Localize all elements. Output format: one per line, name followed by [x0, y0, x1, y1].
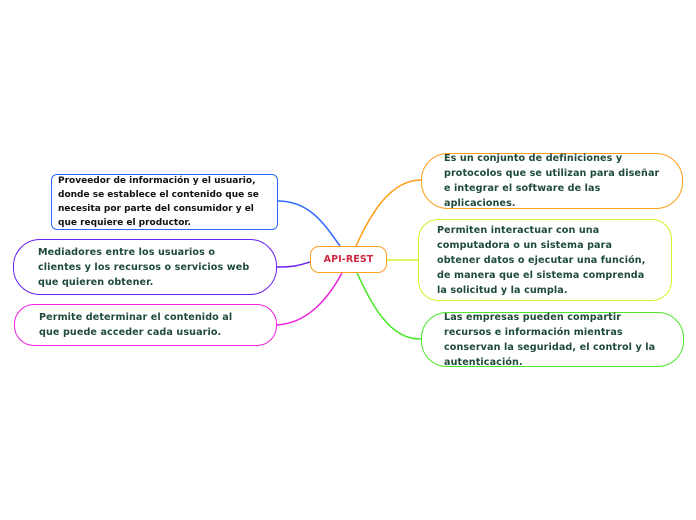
topic-sharing[interactable]: Las empresas pueden compartir recursos e…	[421, 311, 684, 368]
topic-text: Permiten interactuar con una computadora…	[437, 224, 646, 296]
connector-right-1	[355, 179, 422, 247]
topic-text: Mediadores entre los usuarios o clientes…	[38, 246, 250, 288]
connector-left-2	[276, 261, 311, 268]
topic-text: Es un conjunto de definiciones y protoco…	[444, 153, 660, 209]
topic-mediators[interactable]: Mediadores entre los usuarios o clientes…	[13, 239, 277, 295]
connector-left-3	[276, 272, 343, 326]
connector-right-3	[356, 272, 422, 340]
central-topic[interactable]: API-REST	[310, 246, 387, 273]
topic-text: Las empresas pueden compartir recursos e…	[444, 311, 656, 368]
topic-access[interactable]: Permite determinar el contenido al que p…	[14, 304, 277, 346]
topic-text: Permite determinar el contenido al que p…	[39, 312, 233, 338]
topic-definition[interactable]: Es un conjunto de definiciones y protoco…	[421, 153, 683, 209]
topic-provider[interactable]: Proveedor de información y el usuario, d…	[51, 174, 278, 230]
topic-text: Proveedor de información y el usuario, d…	[58, 176, 259, 228]
topic-interaction[interactable]: Permiten interactuar con una computadora…	[418, 219, 672, 301]
central-topic-label: API-REST	[323, 254, 374, 265]
connector-left-1	[277, 200, 341, 247]
